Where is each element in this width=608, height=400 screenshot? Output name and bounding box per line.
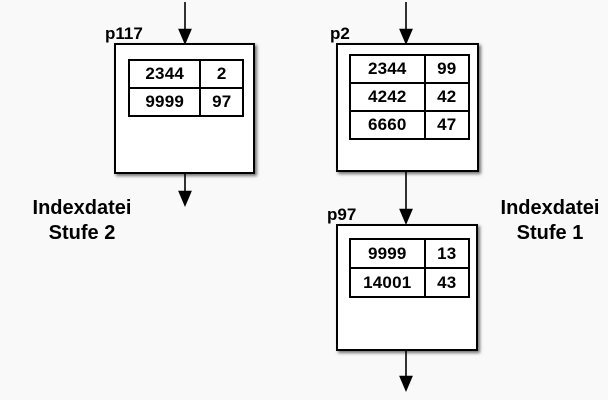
- arrow-p2-to-p97-icon: [399, 170, 413, 226]
- caption-index-level-2: Indexdatei Stufe 2: [7, 196, 157, 246]
- key-cell: 6660: [351, 112, 426, 138]
- index-table-p97: 9999 13 14001 43: [349, 238, 470, 298]
- pointer-cell: 13: [437, 243, 457, 263]
- caption-line: Stufe 2: [48, 222, 116, 244]
- pointer-cell: 47: [437, 115, 457, 134]
- index-node-p97: p97 9999 13 14001 43: [327, 206, 478, 351]
- index-table-p2: 2344 99 4242 42 6660 47: [349, 54, 470, 140]
- key-cell: 14001: [351, 269, 426, 296]
- table-row: 2344 99: [351, 56, 468, 82]
- index-table-p117: 2344 2 9999 97: [128, 59, 244, 117]
- pointer-cell: 42: [437, 87, 457, 106]
- table-row: 2344 2: [130, 61, 242, 87]
- key-cell: 9999: [351, 240, 426, 267]
- pointer-cell: 2: [216, 64, 227, 83]
- arrow-down-out-of-p97-icon: [399, 349, 413, 393]
- arrow-down-into-p2-icon: [399, 2, 413, 46]
- table-row: 4242 42: [351, 82, 468, 110]
- pointer-cell: 99: [437, 59, 457, 78]
- arrow-down-into-p117-icon: [178, 2, 192, 46]
- caption-line: Indexdatei: [32, 197, 132, 219]
- table-row: 9999 97: [130, 87, 242, 115]
- index-node-p117: p117 2344 2 9999 97: [105, 25, 255, 174]
- pointer-cell: 97: [212, 92, 232, 111]
- index-node-p2: p2 2344 99 4242 42 6660 47: [330, 25, 479, 172]
- key-cell: 9999: [130, 89, 202, 115]
- caption-index-level-1: Indexdatei Stufe 1: [475, 196, 608, 246]
- key-cell: 4242: [351, 84, 426, 110]
- caption-line: Indexdatei: [500, 197, 600, 219]
- node-label-p2: p2: [330, 24, 350, 43]
- table-row: 14001 43: [351, 267, 468, 296]
- node-label-p117: p117: [105, 24, 143, 43]
- pointer-cell: 43: [437, 272, 457, 292]
- arrow-down-out-of-p117-icon: [178, 172, 192, 208]
- key-cell: 2344: [351, 56, 426, 82]
- table-row: 6660 47: [351, 110, 468, 138]
- table-row: 9999 13: [351, 240, 468, 267]
- node-label-p97: p97: [327, 205, 357, 224]
- key-cell: 2344: [130, 61, 202, 87]
- caption-line: Stufe 1: [516, 222, 584, 244]
